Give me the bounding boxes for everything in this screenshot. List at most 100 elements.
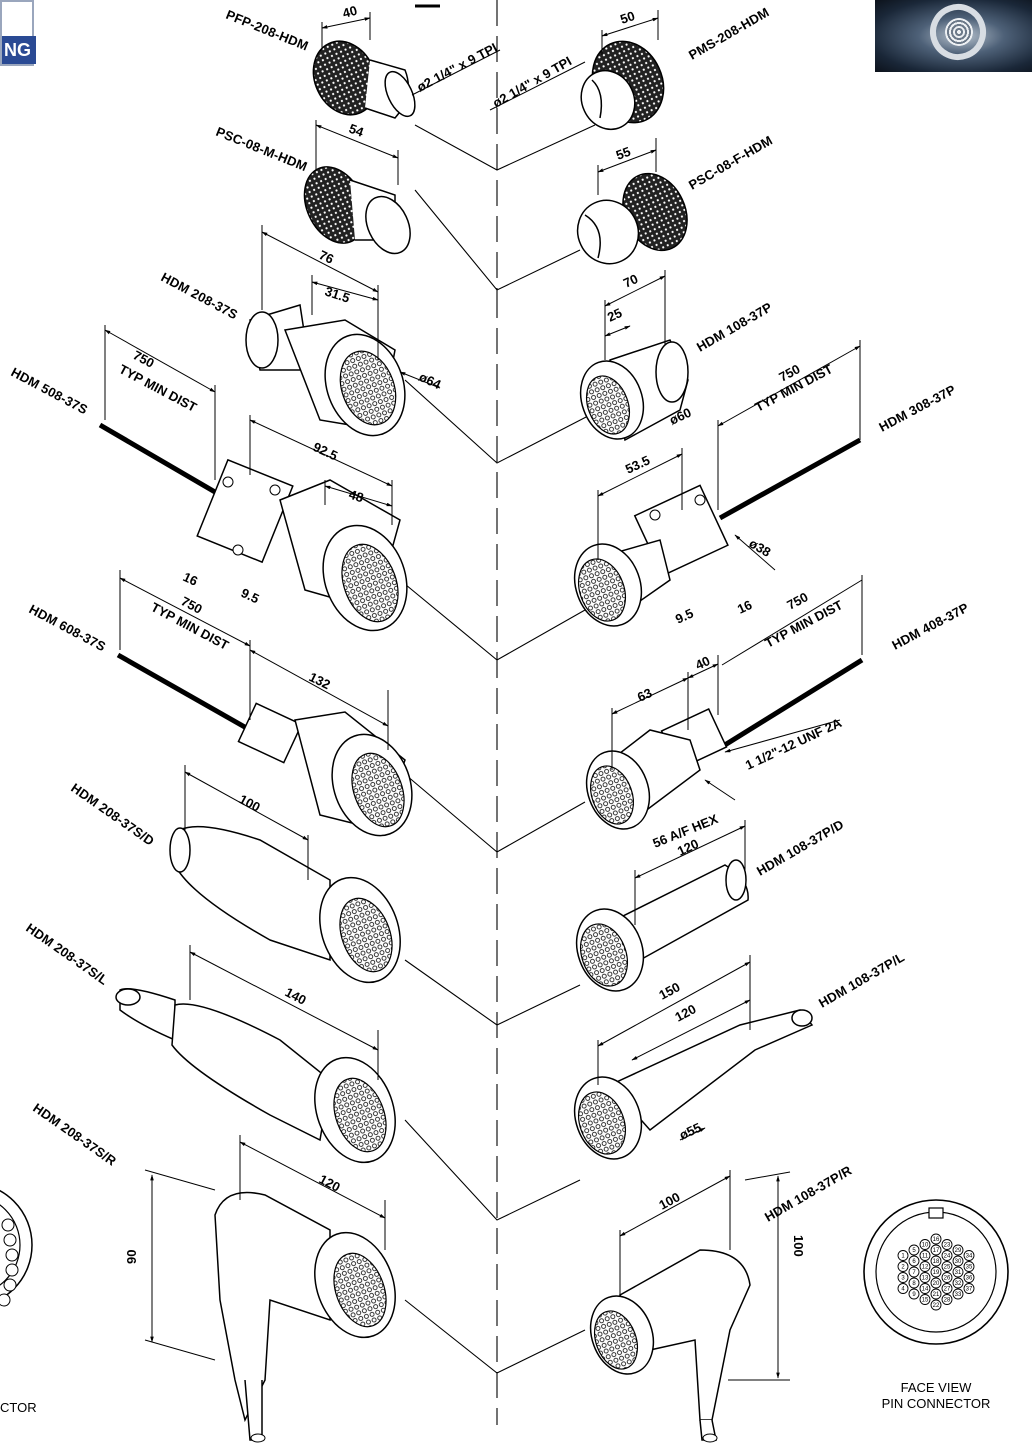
face-pin-number: 20: [933, 1281, 940, 1287]
dim-dia-55: ø55: [677, 1120, 704, 1143]
face-pin-number: 5: [912, 1248, 916, 1254]
face-pin-number: 37: [966, 1287, 973, 1293]
dim-100-b: 100: [656, 1189, 682, 1212]
face-pin-array: 1234567891011121314151617181920212223242…: [897, 1233, 975, 1311]
face-pin: [930, 1277, 942, 1289]
face-pin: [930, 1233, 942, 1245]
face-pin-number: 21: [933, 1292, 940, 1298]
face-pin-number: 25: [944, 1265, 951, 1271]
face-pin: [941, 1250, 953, 1261]
left-face-pin: [5, 1248, 19, 1262]
connector-photo: [875, 0, 1032, 72]
face-pin-number: 23: [944, 1243, 951, 1249]
face-pin-number: 34: [966, 1254, 973, 1260]
face-pin: [941, 1239, 953, 1250]
pms-208-hdm-socket: 50 PMS-208-HDM ø2 1/4" x 9 TPI: [489, 4, 772, 131]
face-view-title: FACE VIEW: [901, 1380, 973, 1395]
company-logo: NG: [0, 0, 36, 66]
face-pin: [930, 1244, 942, 1256]
face-pin-number: 8: [912, 1281, 916, 1287]
dim-63: 63: [635, 685, 654, 705]
face-pin: [941, 1272, 953, 1283]
hdm-108-37p-connector: 70 25 ø60 HDM 108-37P: [579, 270, 775, 442]
face-pin-number: 1: [901, 1254, 905, 1260]
label-hdm-208-37s-l: HDM 208-37S/L: [23, 920, 111, 988]
face-pin: [930, 1299, 942, 1311]
face-pin-number: 15: [922, 1298, 929, 1304]
face-pin: [952, 1288, 964, 1300]
face-pin: [908, 1277, 920, 1289]
face-pin-number: 16: [933, 1237, 940, 1243]
face-pin-number: 17: [933, 1248, 940, 1254]
face-pin-number: 2: [901, 1265, 905, 1271]
dim-typ-min-a: TYP MIN DIST: [117, 361, 200, 415]
hdm-208-37s-connector: 76 31.5 ø64 HDM 208-37S: [159, 225, 444, 437]
face-pin: [919, 1294, 931, 1305]
dim-50: 50: [618, 8, 636, 27]
label-hdm-208-37s-d: HDM 208-37S/D: [68, 780, 157, 848]
hdm-208-37s-d-connector: 100 HDM 208-37S/D: [68, 765, 401, 984]
label-hdm-508-37s: HDM 508-37S: [9, 364, 91, 417]
face-pin-number: 35: [966, 1265, 973, 1271]
left-face-pin: [0, 1293, 11, 1307]
face-pin: [963, 1261, 975, 1272]
label-hdm-108-37p: HDM 108-37P: [694, 299, 775, 354]
face-pin-number: 26: [944, 1276, 951, 1282]
psc-08-m-hdm-cap: 54 PSC-08-M-HDM: [214, 120, 411, 255]
face-pin-number: 30: [955, 1259, 962, 1265]
face-pin: [897, 1283, 909, 1294]
label-hdm-308-37p: HDM 308-37P: [876, 382, 958, 435]
logo-text: NG: [2, 36, 36, 64]
face-pin: [919, 1239, 931, 1250]
left-face-pin: [3, 1278, 17, 1292]
face-pin: [908, 1255, 920, 1267]
face-pin: [897, 1250, 909, 1261]
face-pin: [919, 1250, 931, 1261]
label-hdm-608-37s: HDM 608-37S: [27, 601, 109, 654]
face-pin: [930, 1255, 942, 1267]
face-pin-number: 6: [912, 1259, 916, 1265]
face-pin-number: 11: [922, 1254, 929, 1260]
dim-55: 55: [614, 144, 633, 163]
face-pin-number: 27: [944, 1287, 951, 1293]
dim-53-5: 53.5: [623, 452, 652, 476]
photo-connector-pins: [945, 18, 973, 46]
dim-100-a: 100: [237, 791, 263, 814]
label-hdm-108-37p-l: HDM 108-37P/L: [816, 949, 907, 1010]
face-pin-number: 31: [955, 1270, 962, 1276]
face-view-subtitle: PIN CONNECTOR: [882, 1396, 991, 1411]
label-hdm-108-37p-r: HDM 108-37P/R: [762, 1162, 855, 1224]
face-pin-number: 24: [944, 1254, 951, 1260]
face-pin: [919, 1261, 931, 1272]
face-pin: [952, 1255, 964, 1267]
face-pin-number: 14: [922, 1287, 929, 1293]
face-pin-number: 3: [901, 1276, 905, 1282]
dim-dia-38: ø38: [747, 536, 774, 560]
dim-132: 132: [307, 669, 333, 692]
dim-100-c: 100: [791, 1235, 806, 1257]
label-pfp-208-hdm: PFP-208-HDM: [224, 7, 311, 54]
dim-25: 25: [605, 305, 624, 325]
hdm-408-37p-connector: 63 40 750 TYP MIN DIST 1 1/2"-12 UNF 2A …: [585, 575, 971, 851]
face-pin: [919, 1283, 931, 1294]
label-pms-208-hdm: PMS-208-HDM: [686, 4, 772, 62]
dim-9-5-b: 9.5: [673, 605, 696, 626]
left-face-pin: [3, 1233, 17, 1247]
face-pin: [908, 1244, 920, 1256]
face-pin-number: 7: [912, 1270, 916, 1276]
face-pin-number: 4: [901, 1287, 905, 1293]
dim-9-5-a: 9.5: [239, 585, 262, 606]
dim-dia-64: ø64: [417, 369, 444, 392]
face-pin: [930, 1266, 942, 1278]
dim-31-5: 31.5: [323, 284, 352, 306]
face-pin: [952, 1277, 964, 1289]
dim-16-b: 16: [735, 597, 754, 617]
dim-70: 70: [621, 271, 640, 291]
face-pin-number: 28: [944, 1298, 951, 1304]
face-pin-number: 18: [933, 1259, 940, 1265]
face-view-left-partial: CTOR: [0, 1189, 37, 1415]
face-pin: [963, 1250, 975, 1261]
dim-76: 76: [317, 247, 336, 267]
psc-08-f-hdm-cap: 55 PSC-08-F-HDM: [576, 133, 775, 265]
